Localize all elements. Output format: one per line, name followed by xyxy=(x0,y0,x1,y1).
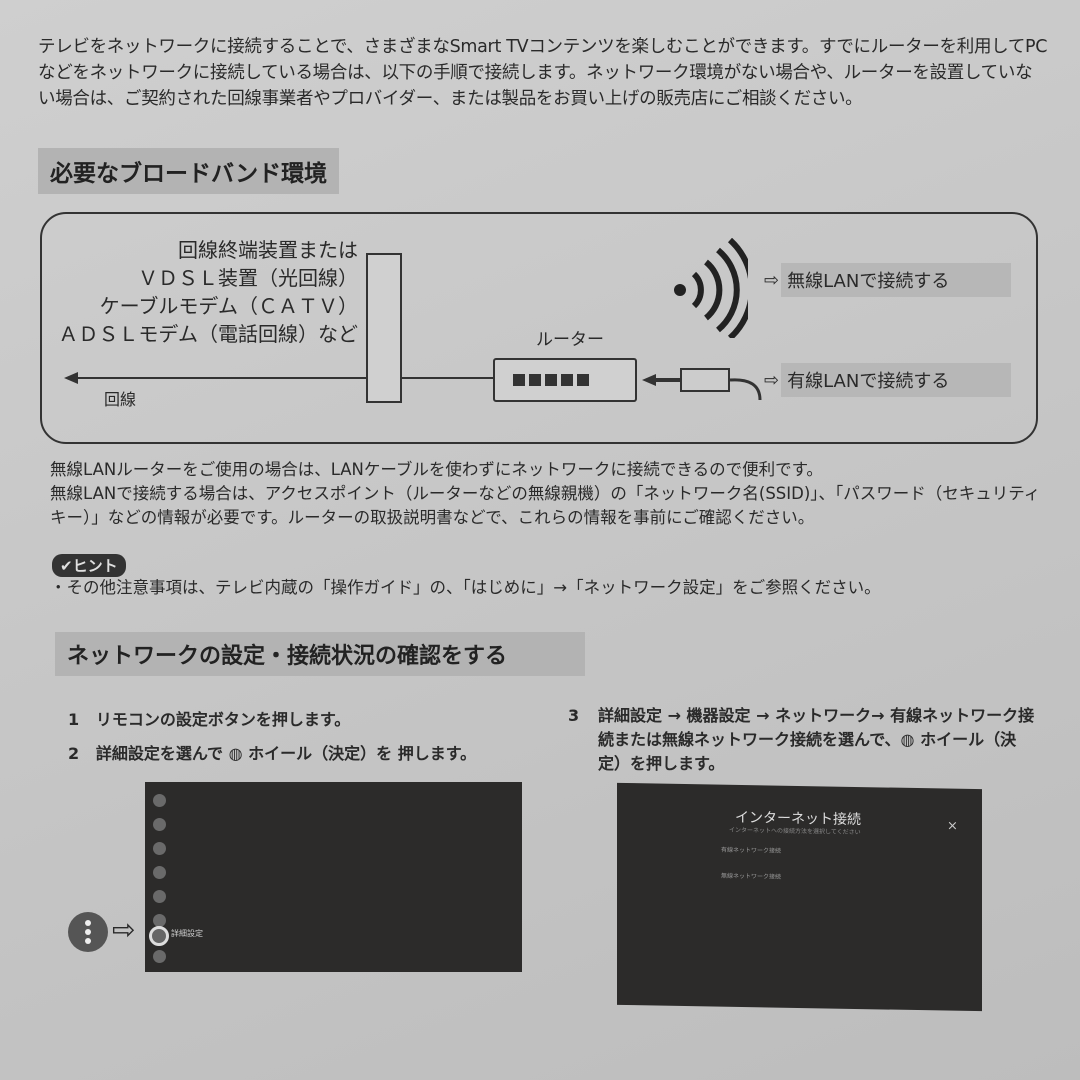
paragraph: 無線LANルーターをご使用の場合は、LANケーブルを使わずにネットワークに接続で… xyxy=(50,460,823,479)
menu-icon xyxy=(153,866,166,879)
selected-menu-icon xyxy=(149,926,169,946)
broadband-diagram xyxy=(40,212,1038,444)
device-label: ＡＤＳＬモデム（電話回線）など xyxy=(58,322,358,346)
step-number: 2 xyxy=(68,744,80,763)
menu-item-wireless[interactable]: 無線ネットワーク接続 xyxy=(721,872,782,881)
menu-item-advanced-settings: 詳細設定 xyxy=(171,929,203,938)
step-text: 詳細設定を選んで ◍ ホイール（決定）を 押します。 xyxy=(95,744,477,763)
wireless-label: 無線LANで接続する xyxy=(781,263,1012,297)
dialog-subtitle: インターネットへの接続方法を選択してください xyxy=(729,826,861,837)
modem-device xyxy=(366,253,402,403)
step-number: 3 xyxy=(568,706,580,725)
lan-plug-icon xyxy=(680,368,730,392)
tv-screen-internet-connection: インターネット接続 インターネットへの接続方法を選択してください × 有線ネット… xyxy=(617,782,982,1012)
router-label: ルーター xyxy=(536,330,604,350)
arrow-right-icon: ⇨ xyxy=(764,269,780,291)
step-2: 2 詳細設定を選んで ◍ ホイール（決定）を 押します。 xyxy=(68,742,476,766)
step-1: 1 リモコンの設定ボタンを押します。 xyxy=(68,708,350,732)
wireless-option: ⇨ 無線LANで接続する xyxy=(764,263,1012,297)
menu-icon xyxy=(153,818,166,831)
line-label: 回線 xyxy=(104,390,137,409)
connection-lines xyxy=(64,372,762,401)
hint-text: ・その他注意事項は、テレビ内蔵の「操作ガイド」の、「はじめに」→「ネットワーク設… xyxy=(50,578,881,597)
wifi-signal-icon xyxy=(674,238,748,338)
paragraph: 無線LANで接続する場合は、アクセスポイント（ルーターなどの無線親機）の「ネット… xyxy=(50,484,1041,527)
menu-icon xyxy=(153,842,166,855)
device-label: ケーブルモデム（ＣＡＴＶ） xyxy=(99,294,358,318)
menu-icon xyxy=(153,890,166,903)
device-list: 回線終端装置または ＶＤＳＬ装置（光回線） ケーブルモデム（ＣＡＴＶ） ＡＤＳＬ… xyxy=(38,236,358,348)
close-icon[interactable]: × xyxy=(947,818,958,834)
check-icon: ✔ xyxy=(60,557,73,575)
step-text: リモコンの設定ボタンを押します。 xyxy=(95,710,351,729)
step-number: 1 xyxy=(68,710,80,729)
wireless-info: 無線LANルーターをご使用の場合は、LANケーブルを使わずにネットワークに接続で… xyxy=(50,458,1050,530)
wired-option: ⇨ 有線LANで接続する xyxy=(764,363,1012,397)
arrow-right-icon: ⇨ xyxy=(764,369,780,391)
menu-item-wired[interactable]: 有線ネットワーク接続 xyxy=(721,846,782,855)
menu-icon xyxy=(153,950,166,963)
intro-text: テレビをネットワークに接続することで、さまざまなSmart TVコンテンツを楽し… xyxy=(38,37,1048,109)
remote-menu-button-icon xyxy=(68,912,108,952)
hint-label: ヒント xyxy=(72,557,118,575)
menu-icon xyxy=(153,914,166,927)
step-text: 詳細設定 → 機器設定 → ネットワーク→ 有線ネットワーク接続または無線ネット… xyxy=(598,706,1035,773)
section-heading-network: ネットワークの設定・接続状況の確認をする xyxy=(55,632,585,676)
arrow-right-icon: ⇨ xyxy=(112,913,136,946)
menu-icon xyxy=(153,794,166,807)
tv-screen-settings-menu: 詳細設定 xyxy=(145,782,522,972)
router-device xyxy=(493,358,637,402)
hint-badge: ✔ヒント xyxy=(52,554,126,577)
section-heading-broadband: 必要なブロードバンド環境 xyxy=(38,148,340,194)
wired-label: 有線LANで接続する xyxy=(781,363,1012,397)
device-label: ＶＤＳＬ装置（光回線） xyxy=(138,266,358,290)
device-label: 回線終端装置または xyxy=(178,238,358,262)
step-3: 3 詳細設定 → 機器設定 → ネットワーク→ 有線ネットワーク接続または無線ネッ… xyxy=(568,704,1038,776)
